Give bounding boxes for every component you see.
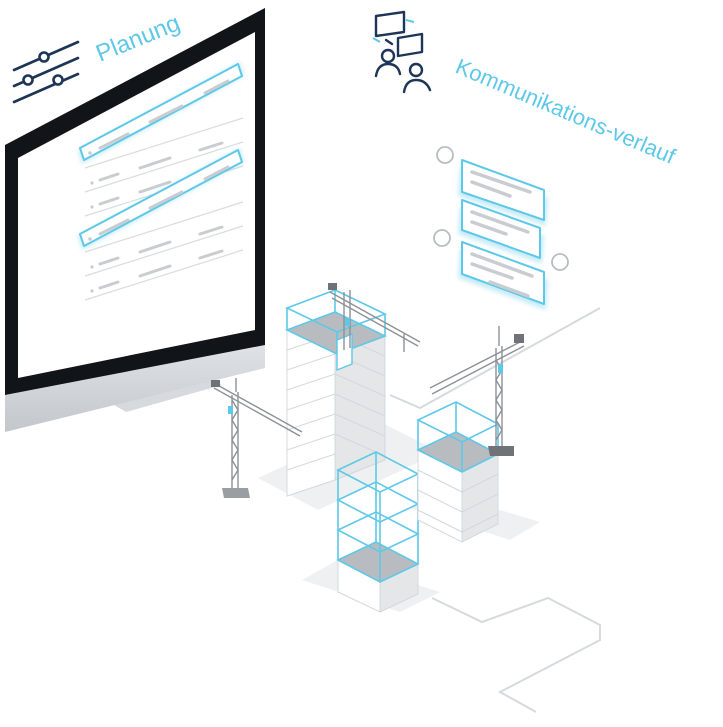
building-tall bbox=[284, 289, 388, 497]
message-card[interactable] bbox=[458, 241, 548, 310]
planning-list bbox=[84, 117, 244, 301]
planning-row-highlight[interactable] bbox=[78, 62, 244, 164]
building-right bbox=[416, 401, 500, 543]
monitor bbox=[5, 8, 265, 432]
monitor-chin bbox=[5, 345, 265, 432]
message-radio-circles bbox=[433, 146, 569, 271]
planning-list-bullets bbox=[90, 181, 94, 293]
radio-circle bbox=[436, 146, 454, 164]
crane-right bbox=[429, 326, 525, 456]
planning-row-highlight[interactable] bbox=[78, 148, 244, 250]
building-front bbox=[336, 451, 420, 613]
communication-label: Kommunikations-verlauf bbox=[452, 54, 680, 170]
radio-circle bbox=[551, 253, 569, 271]
planning-list-dashes bbox=[98, 141, 224, 290]
sliders-icon bbox=[12, 40, 80, 104]
crane-center bbox=[328, 283, 421, 352]
crane-left bbox=[211, 378, 303, 498]
people-chat-icon bbox=[374, 10, 432, 94]
message-card[interactable] bbox=[458, 159, 548, 226]
radio-circle bbox=[433, 229, 451, 247]
chat-bubble-accents bbox=[372, 19, 415, 43]
message-card[interactable] bbox=[458, 199, 544, 264]
